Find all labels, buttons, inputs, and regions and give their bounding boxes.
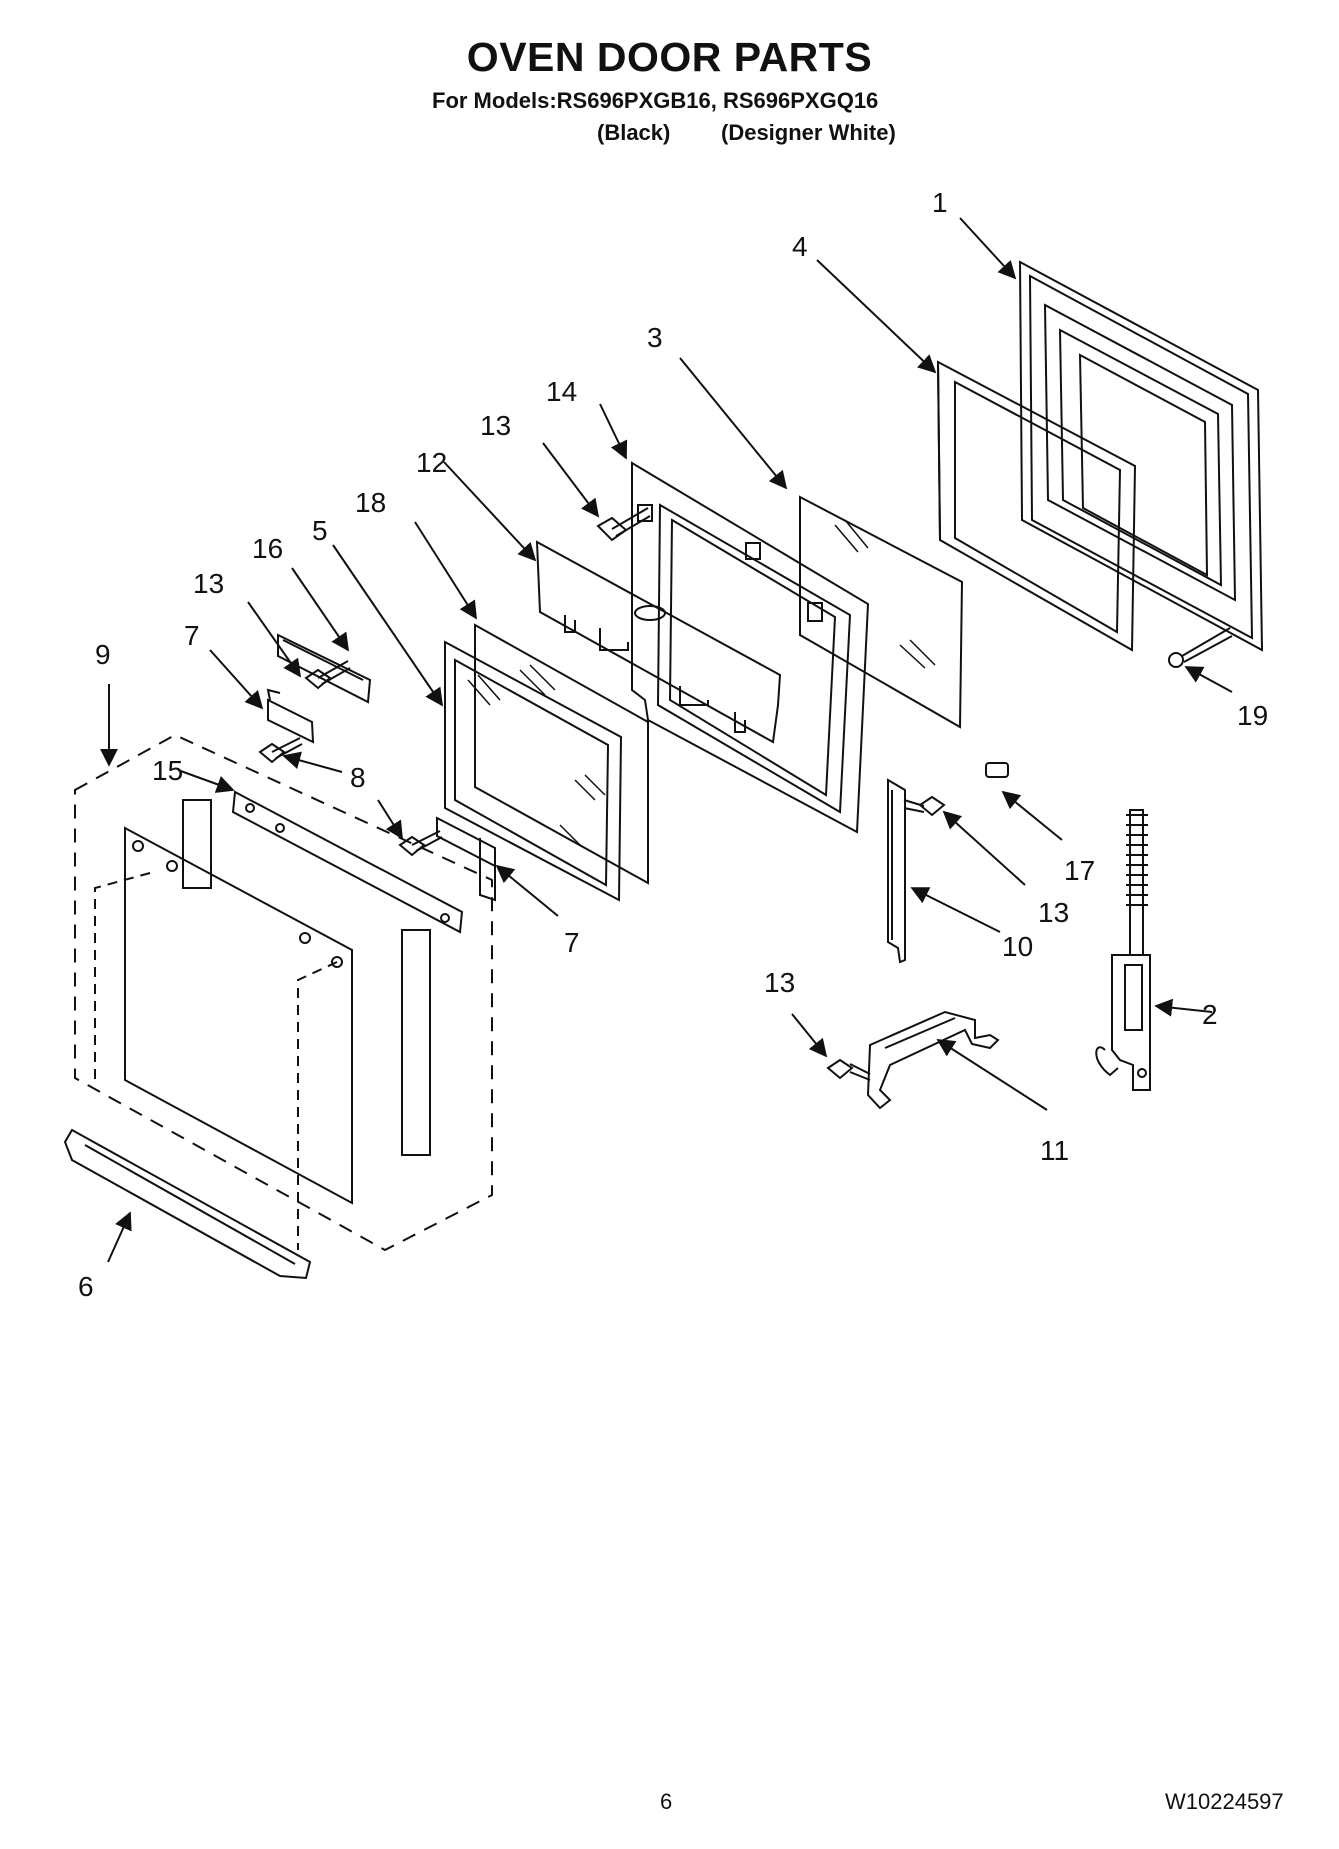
screw-8-lower: [398, 830, 443, 857]
variant-white-label: (Designer White): [721, 120, 896, 145]
callout-8: 8: [350, 762, 366, 793]
callout-18: 18: [355, 487, 386, 518]
callout-1: 1: [932, 187, 948, 218]
screw-13-upper: [596, 507, 651, 542]
part-16-bracket: [277, 633, 372, 704]
callout-15: 15: [152, 755, 183, 786]
part-17-clip: [985, 762, 1009, 778]
variant-black-label: (Black): [597, 120, 671, 145]
callout-10: 10: [1002, 931, 1033, 962]
callout-3: 3: [647, 322, 663, 353]
callout-13-upper: 13: [480, 410, 511, 441]
callout-14: 14: [546, 376, 577, 407]
part-3-inner-glass: [799, 495, 964, 729]
part-10-vent-bracket: [887, 778, 906, 964]
part-7-hinge-bracket-left: [266, 688, 315, 744]
callout-7-right: 7: [564, 927, 580, 958]
part-19-screw: [1168, 627, 1233, 668]
part-11-hinge-receiver: [866, 1010, 1000, 1110]
part-7-hinge-bracket-right: [436, 816, 496, 902]
screw-13-receiver: [826, 1058, 871, 1081]
callout-11: 11: [1040, 1135, 1069, 1166]
screw-13-vent: [903, 795, 946, 817]
part-4-door-frame: [936, 360, 1137, 652]
part-9-door-front: [74, 733, 493, 1252]
callout-17: 17: [1064, 855, 1095, 886]
part-12-heat-shield: [535, 540, 782, 744]
document-number: W10224597: [1165, 1789, 1284, 1814]
page-title: OVEN DOOR PARTS: [466, 34, 873, 80]
callout-12: 12: [416, 447, 447, 478]
callout-13-hinge: 13: [193, 568, 224, 599]
part-14-inner-panel: [631, 461, 870, 834]
part-2-door-hinge: [1095, 809, 1151, 1091]
callout-4: 4: [792, 231, 808, 262]
callout-7-left: 7: [184, 620, 200, 651]
callout-13-receiver: 13: [764, 967, 795, 998]
callout-16: 16: [252, 533, 283, 564]
callout-13-vent: 13: [1038, 897, 1069, 928]
part-1-outer-door-panel: [1018, 260, 1264, 652]
models-line: For Models:RS696PXGB16, RS696PXGQ16: [432, 88, 879, 113]
part-5-outer-glass: [444, 640, 623, 902]
callout-labels: 1 2 3 4 5 6 7 7 8 9 10 11 12 13 13 13 13…: [78, 187, 1268, 1302]
screw-13-hinge: [304, 660, 351, 690]
leader-lines: [100, 217, 1233, 1263]
callout-2: 2: [1202, 999, 1218, 1030]
callout-19: 19: [1237, 700, 1268, 731]
callout-9: 9: [95, 639, 111, 670]
part-18-glass: [474, 623, 649, 885]
page-number: 6: [660, 1789, 673, 1814]
callout-5: 5: [312, 515, 328, 546]
part-6-bottom-trim: [63, 1128, 312, 1280]
callout-6: 6: [78, 1271, 94, 1302]
part-15-top-trim: [231, 790, 464, 934]
